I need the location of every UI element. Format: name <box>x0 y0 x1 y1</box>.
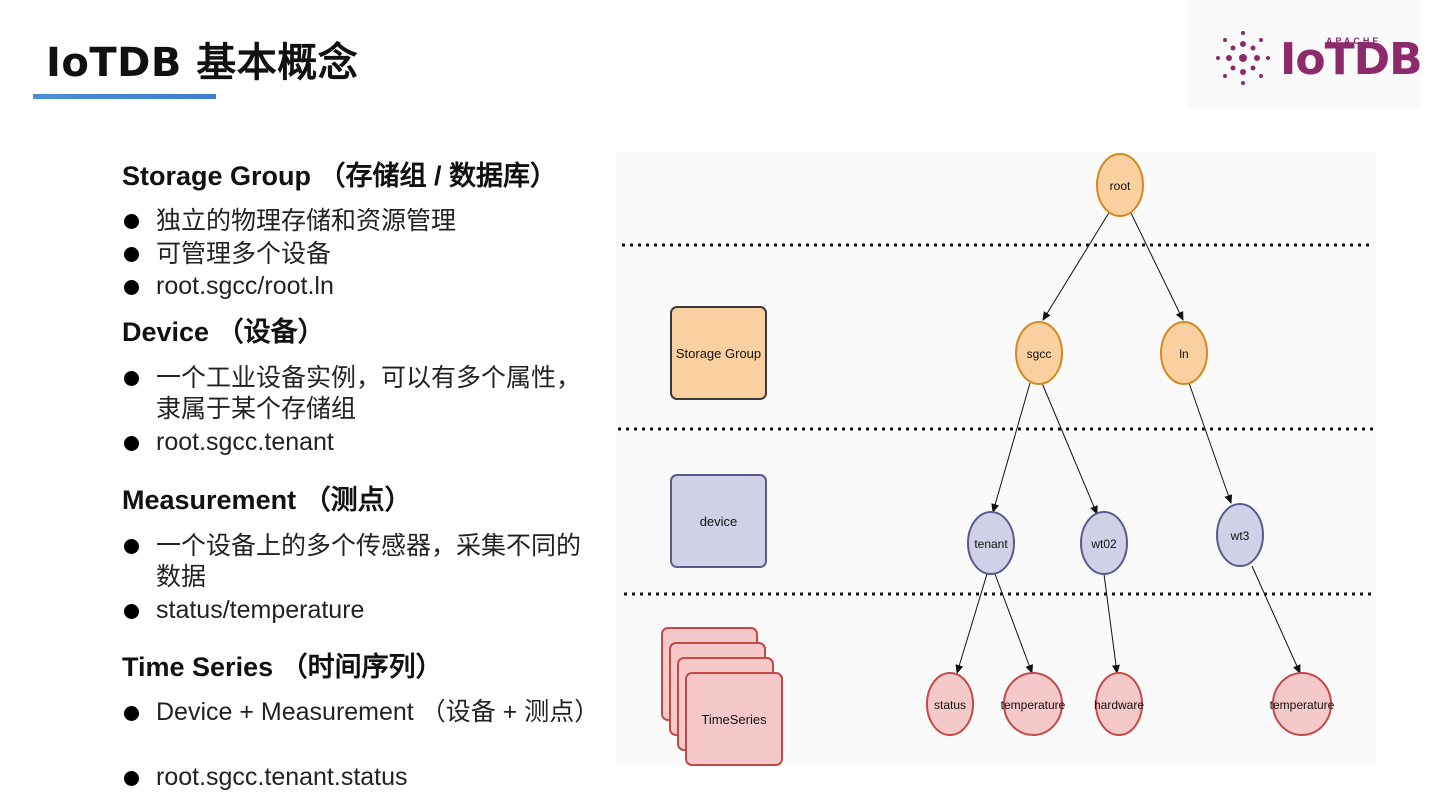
list-item: root.sgcc/root.ln <box>122 271 592 302</box>
title-underline <box>33 94 216 99</box>
heading-time-series: Time Series （时间序列） <box>122 652 443 682</box>
node-hardware: hardware <box>1094 672 1144 736</box>
bullet-icon <box>124 706 139 721</box>
svg-text:temperature: temperature <box>1270 698 1335 712</box>
node-wt3: wt3 <box>1216 503 1264 567</box>
node-temperature: temperature <box>1001 672 1066 736</box>
bullet-icon <box>124 539 139 554</box>
svg-text:Storage Group: Storage Group <box>676 346 761 361</box>
node-sgcc: sgcc <box>1015 321 1063 385</box>
bullet-icon <box>124 436 139 451</box>
tree-edges <box>955 210 1301 674</box>
bullet-icon <box>124 771 139 786</box>
logo <box>1188 0 1420 108</box>
bullet-icon <box>124 214 139 229</box>
heading-storage-group: Storage Group （存储组 / 数据库） <box>122 161 558 191</box>
bullet-icon <box>124 247 139 262</box>
list-item: Device + Measurement （设备 + 测点） <box>122 697 599 728</box>
node-root: root <box>1096 153 1144 217</box>
legend-storage-group: Storage Group <box>670 306 767 400</box>
svg-text:device: device <box>700 514 738 529</box>
node-wt02: wt02 <box>1080 511 1128 575</box>
list-item: root.sgcc.tenant <box>122 427 592 458</box>
svg-text:TimeSeries: TimeSeries <box>701 712 767 727</box>
svg-text:root: root <box>1110 179 1131 193</box>
list-item: 一个工业设备实例，可以有多个属性，隶属于某个存储组 <box>122 362 592 424</box>
heading-device: Device （设备） <box>122 317 325 347</box>
svg-text:hardware: hardware <box>1094 698 1144 712</box>
node-ln: ln <box>1160 321 1208 385</box>
svg-text:tenant: tenant <box>974 537 1008 551</box>
bullet-icon <box>124 371 139 386</box>
logo-mark-icon <box>1216 31 1270 85</box>
node-temperature: temperature <box>1270 672 1335 736</box>
svg-text:status: status <box>934 698 966 712</box>
logo-apache-text: APACHE <box>1326 36 1382 46</box>
legend-timeseries: TimeSeries <box>661 627 783 766</box>
bullet-icon <box>124 604 139 619</box>
list-item: 可管理多个设备 <box>122 238 592 269</box>
list-item: 一个设备上的多个传感器，采集不同的数据 <box>122 530 592 592</box>
list-item: root.sgcc.tenant.status <box>122 762 592 793</box>
node-status: status <box>926 672 974 736</box>
legend-device: device <box>670 474 767 568</box>
list-item: status/temperature <box>122 595 592 626</box>
list-item: 独立的物理存储和资源管理 <box>122 205 592 236</box>
svg-text:sgcc: sgcc <box>1027 347 1052 361</box>
logo-wordmark: IoTDB <box>1280 34 1423 85</box>
svg-text:wt3: wt3 <box>1230 529 1250 543</box>
bullet-icon <box>124 280 139 295</box>
svg-text:ln: ln <box>1179 347 1188 361</box>
page-title: IoTDB 基本概念 <box>46 40 359 86</box>
svg-text:wt02: wt02 <box>1090 537 1117 551</box>
node-tenant: tenant <box>967 511 1015 575</box>
svg-text:temperature: temperature <box>1001 698 1066 712</box>
heading-measurement: Measurement （测点） <box>122 485 412 515</box>
